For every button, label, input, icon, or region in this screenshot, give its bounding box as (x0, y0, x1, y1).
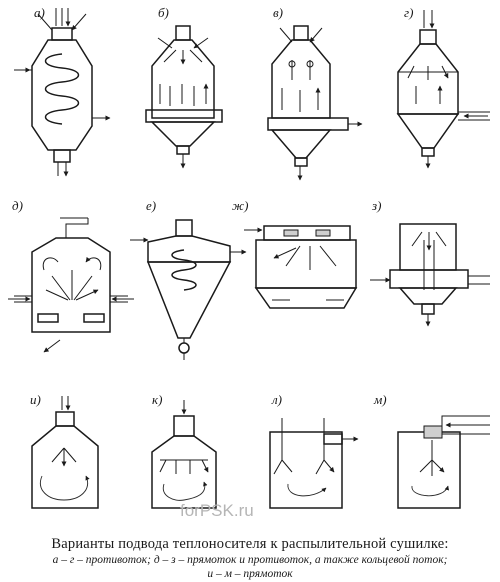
variant-label-zh: ж) (232, 198, 248, 213)
variant-m: м) (373, 392, 490, 509)
variant-label-a: а) (34, 5, 45, 20)
dryer-variants-diagram: а) б) в) (8, 5, 490, 520)
variant-l: л) (269, 392, 359, 509)
variant-label-k: к) (152, 392, 162, 407)
variant-label-g: г) (404, 5, 413, 20)
watermark: forPSK.ru (180, 501, 254, 520)
variant-a: а) (14, 5, 111, 176)
caption-line-1: а – г – противоток; д – з – прямоток и п… (52, 554, 448, 566)
variant-g: г) (396, 5, 490, 169)
variant-v: в) (267, 5, 363, 181)
variant-label-m: м) (373, 392, 387, 407)
caption-title: Варианты подвода теплоносителя к распыли… (51, 536, 449, 552)
variant-label-v: в) (273, 5, 283, 20)
variant-b: б) (145, 5, 223, 169)
variant-label-d: д) (12, 198, 23, 213)
variant-label-i: и) (30, 392, 41, 407)
variant-z: з) (370, 198, 490, 327)
variant-d: д) (8, 198, 134, 353)
variant-label-z: з) (371, 198, 381, 213)
caption-line-2: и – м – прямоток (207, 568, 293, 580)
variant-label-l: л) (271, 392, 282, 407)
variant-i: и) (30, 392, 99, 509)
variant-zh: ж) (232, 198, 358, 309)
variant-label-b: б) (158, 5, 169, 20)
variant-label-e: е) (146, 198, 156, 213)
variant-e: е) (130, 198, 247, 360)
variant-k: к) (151, 392, 217, 509)
